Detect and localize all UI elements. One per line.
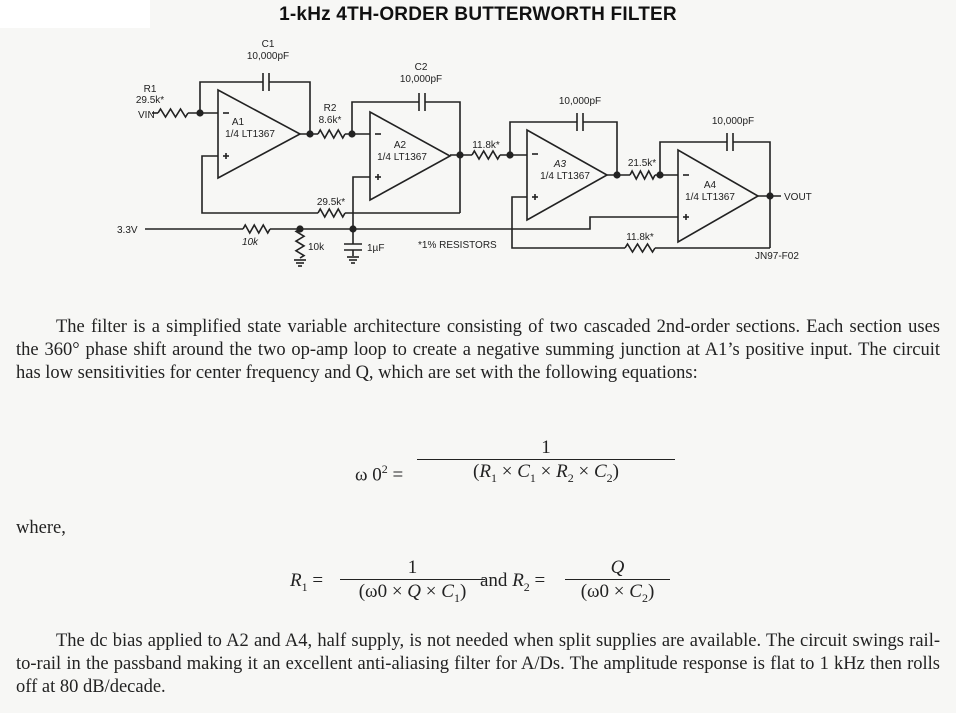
eq2-denominator-2: (ω0 × C2) bbox=[565, 579, 670, 606]
junction-dot bbox=[613, 171, 621, 179]
resistor bbox=[317, 207, 346, 219]
wire bbox=[733, 141, 771, 248]
paragraph-1-text: The filter is a simplified state variabl… bbox=[16, 317, 940, 383]
resistor bbox=[317, 128, 346, 140]
where-label: where, bbox=[16, 518, 66, 538]
c2-value: 10,000pF bbox=[400, 74, 442, 85]
r1-value: 29.5k* bbox=[136, 95, 164, 106]
c2-name: C2 bbox=[415, 62, 428, 73]
a2-part: 1/4 LT1367 bbox=[377, 152, 427, 163]
wire bbox=[509, 121, 577, 155]
a3-label: A3 bbox=[553, 159, 567, 170]
wire bbox=[270, 216, 678, 230]
r-a3-out-value: 21.5k* bbox=[628, 158, 656, 169]
paragraph-2-text: The dc bias applied to A2 and A4, half s… bbox=[16, 631, 940, 697]
junction-dot bbox=[456, 151, 464, 159]
r-a2-out-value: 11.8k* bbox=[472, 140, 500, 151]
paragraph-1: The filter is a simplified state variabl… bbox=[16, 316, 940, 385]
a1-label: A1 bbox=[232, 117, 245, 128]
r-feedback2-value: 11.8k* bbox=[626, 232, 654, 243]
wire bbox=[351, 101, 419, 134]
eq2-numerator-1: 1 bbox=[407, 557, 418, 578]
eq2-denominator-1: (ω0 × Q × C1) bbox=[340, 579, 485, 606]
wire bbox=[511, 196, 625, 249]
wire bbox=[425, 101, 461, 213]
c1-value: 10,000pF bbox=[247, 51, 289, 62]
junction-dot bbox=[766, 192, 774, 200]
resistor-note: *1% RESISTORS bbox=[418, 240, 497, 251]
r-bias-top-value: 10k bbox=[242, 237, 259, 248]
a4-part: 1/4 LT1367 bbox=[685, 192, 735, 203]
op-amp bbox=[217, 88, 302, 180]
supply-label: 3.3V bbox=[117, 225, 138, 236]
resistor bbox=[242, 223, 271, 235]
resistor bbox=[471, 149, 501, 161]
vin-label: VIN bbox=[138, 110, 155, 121]
wire bbox=[201, 155, 318, 214]
op-amp bbox=[677, 148, 760, 244]
wire bbox=[269, 81, 311, 134]
wire bbox=[659, 141, 727, 175]
c1-name: C1 bbox=[262, 39, 275, 50]
paragraph-2: The dc bias applied to A2 and A4, half s… bbox=[16, 630, 940, 699]
figure-title: 1-kHz 4TH-ORDER BUTTERWORTH FILTER bbox=[279, 4, 677, 25]
op-amp bbox=[526, 128, 609, 222]
eq2-and: and bbox=[480, 570, 508, 591]
figure-code: JN97-F02 bbox=[755, 251, 799, 262]
eq2-numerator-2: Q bbox=[565, 557, 670, 579]
r2-name: R2 bbox=[324, 103, 337, 114]
c3-value: 10,000pF bbox=[559, 96, 601, 107]
header-white-area bbox=[0, 0, 150, 28]
vout-label: VOUT bbox=[784, 192, 812, 203]
a4-label: A4 bbox=[704, 180, 717, 191]
filter-schematic: VIN R1 29.5k* C1 10,000pF A1 1/4 LT1367 … bbox=[117, 39, 812, 267]
op-amp bbox=[369, 110, 452, 202]
resistor bbox=[157, 107, 189, 119]
resistor bbox=[629, 169, 656, 181]
wire bbox=[199, 81, 263, 113]
c4-value: 10,000pF bbox=[712, 116, 754, 127]
r2-value: 8.6k* bbox=[319, 115, 342, 126]
wire bbox=[352, 176, 370, 229]
c-bias-value: 1µF bbox=[367, 243, 384, 254]
wire bbox=[583, 121, 618, 175]
a3-part: 1/4 LT1367 bbox=[540, 171, 590, 182]
r-bias-bottom-value: 10k bbox=[308, 242, 325, 253]
r1-name: R1 bbox=[144, 84, 157, 95]
eq1-numerator: 1 bbox=[541, 437, 551, 458]
a1-part: 1/4 LT1367 bbox=[225, 129, 275, 140]
q-symbol: Q bbox=[610, 557, 625, 578]
resistor bbox=[294, 228, 306, 259]
junction-dot bbox=[306, 130, 314, 138]
r-feedback1-value: 29.5k* bbox=[317, 197, 345, 208]
resistor bbox=[624, 242, 656, 254]
eq1-lhs: ω 0 bbox=[355, 464, 382, 486]
a2-label: A2 bbox=[394, 140, 407, 151]
eq1-denominator: (R1 × C1 × R2 × C2) bbox=[417, 459, 675, 486]
